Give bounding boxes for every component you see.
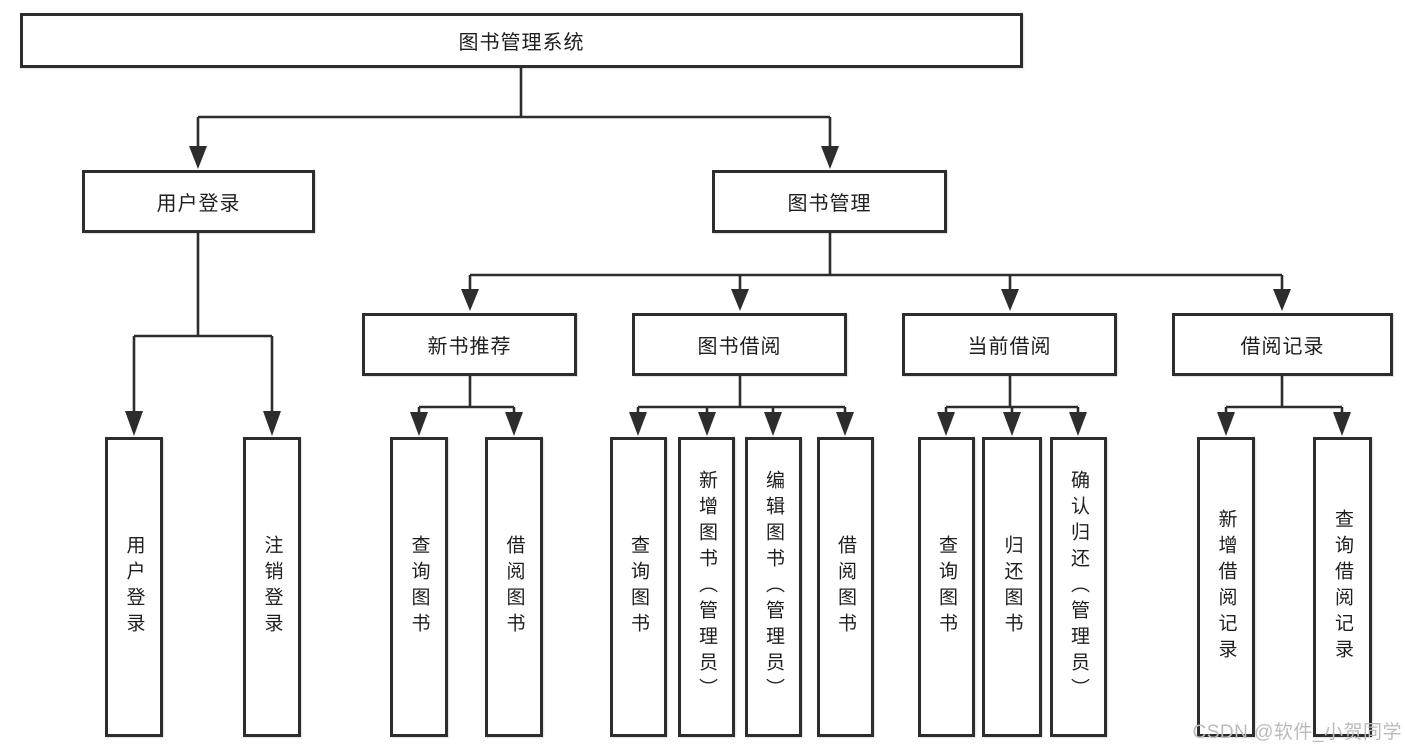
node-add-borrow-record-label: 新增借阅记录 <box>1215 509 1237 665</box>
node-book-borrow-label: 图书借阅 <box>697 336 782 358</box>
node-return-books: 归还图书 <box>982 437 1042 737</box>
node-query-books-3: 查询图书 <box>918 437 975 737</box>
node-new-book-recommend: 新书推荐 <box>362 313 577 376</box>
node-user-login: 用户登录 <box>105 437 163 737</box>
node-book-borrow: 图书借阅 <box>632 313 847 376</box>
node-current-borrow-label: 当前借阅 <box>967 336 1052 358</box>
node-borrow-books-1: 借阅图书 <box>485 437 543 737</box>
node-query-books-2: 查询图书 <box>610 437 667 737</box>
node-edit-books-admin: 编辑图书（管理员） <box>745 437 802 737</box>
node-logout-label: 注销登录 <box>261 535 283 639</box>
node-borrow-books-1-label: 借阅图书 <box>503 535 525 639</box>
node-query-books-1: 查询图书 <box>390 437 448 737</box>
node-confirm-return-admin-label: 确认归还（管理员） <box>1068 470 1089 704</box>
node-logout: 注销登录 <box>243 437 301 737</box>
node-add-books-admin: 新增图书（管理员） <box>678 437 735 737</box>
node-confirm-return-admin: 确认归还（管理员） <box>1050 437 1107 737</box>
node-query-borrow-record-label: 查询借阅记录 <box>1332 509 1353 665</box>
node-book-management: 图书管理 <box>712 170 947 233</box>
node-borrow-books-2-label: 借阅图书 <box>835 535 856 639</box>
arrowheads <box>125 146 1351 436</box>
node-add-borrow-record: 新增借阅记录 <box>1197 437 1255 737</box>
node-current-borrow: 当前借阅 <box>902 313 1117 376</box>
node-borrow-records: 借阅记录 <box>1172 313 1393 376</box>
node-root-label: 图书管理系统 <box>458 32 585 54</box>
node-new-book-recommend-label: 新书推荐 <box>427 336 512 358</box>
csdn-watermark: CSDN @软件_小贺同学 <box>1192 722 1402 743</box>
node-edit-books-admin-label: 编辑图书（管理员） <box>763 470 784 704</box>
node-query-books-2-label: 查询图书 <box>628 535 649 639</box>
node-user-login-group: 用户登录 <box>82 170 315 233</box>
node-borrow-records-label: 借阅记录 <box>1240 336 1325 358</box>
node-user-login-label: 用户登录 <box>123 535 145 639</box>
node-query-borrow-record: 查询借阅记录 <box>1313 437 1372 737</box>
node-query-books-3-label: 查询图书 <box>936 535 957 639</box>
node-return-books-label: 归还图书 <box>1001 535 1023 639</box>
node-book-management-label: 图书管理 <box>787 193 872 215</box>
node-add-books-admin-label: 新增图书（管理员） <box>696 470 717 704</box>
node-query-books-1-label: 查询图书 <box>408 535 430 639</box>
node-borrow-books-2: 借阅图书 <box>817 437 874 737</box>
node-root: 图书管理系统 <box>20 13 1023 68</box>
node-user-login-group-label: 用户登录 <box>156 193 241 215</box>
